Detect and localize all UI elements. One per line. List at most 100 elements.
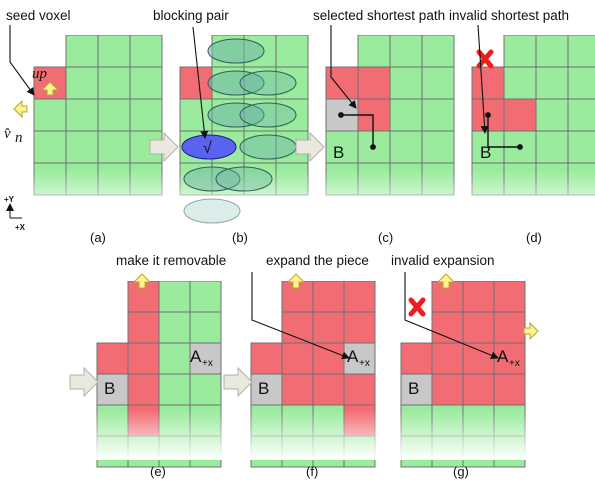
voxel-green xyxy=(567,34,595,68)
normal-label: v̂ xyxy=(4,126,11,142)
voxel-green xyxy=(158,373,191,406)
voxel-green xyxy=(189,311,222,344)
caption-e: (e) xyxy=(150,464,166,479)
voxel-red xyxy=(343,311,376,344)
voxel-red xyxy=(462,280,495,313)
voxel-red xyxy=(431,342,464,375)
bottom-fade-bottom xyxy=(0,410,595,460)
voxel-red xyxy=(312,342,345,375)
axis-x-label: +X xyxy=(15,223,26,232)
voxel-green xyxy=(97,130,131,164)
voxel-green xyxy=(65,66,99,100)
voxel-green xyxy=(179,98,213,132)
cell-a-subscript: +x xyxy=(509,358,520,369)
caption-g: (g) xyxy=(453,464,469,479)
cell-b-label: B xyxy=(408,379,419,398)
voxel-red xyxy=(179,66,213,100)
bottom-fade-top xyxy=(0,170,595,220)
voxel-green xyxy=(129,66,163,100)
transition-arrows xyxy=(69,131,325,398)
voxel-red xyxy=(343,373,376,406)
cell-b-label: B xyxy=(258,379,269,398)
voxel-green xyxy=(535,66,569,100)
voxel-green xyxy=(33,130,67,164)
voxel-red xyxy=(96,342,129,375)
voxel-green xyxy=(421,130,455,164)
voxel-green xyxy=(389,34,423,68)
voxel-green xyxy=(535,130,569,164)
voxel-red xyxy=(503,98,537,132)
axis-y-label: +Y xyxy=(4,195,15,204)
voxel-red xyxy=(400,342,433,375)
voxel-green xyxy=(535,98,569,132)
voxel-red xyxy=(127,342,160,375)
voxel-red xyxy=(462,342,495,375)
voxel-green xyxy=(567,66,595,100)
voxel-red xyxy=(281,373,314,406)
voxel-green xyxy=(567,130,595,164)
voxel-red xyxy=(431,373,464,406)
voxel-green xyxy=(389,130,423,164)
voxel-red xyxy=(431,311,464,344)
blocking-ellipses xyxy=(183,38,297,224)
annotation-e: make it removable xyxy=(116,253,226,268)
annotation-g: invalid expansion xyxy=(391,253,495,268)
voxel-gray xyxy=(189,342,222,375)
cell-a-label: A xyxy=(347,347,359,366)
caption-d: (d) xyxy=(526,230,542,245)
voxel-red xyxy=(462,373,495,406)
voxel-green xyxy=(421,98,455,132)
annotation-b: blocking pair xyxy=(153,8,229,23)
voxel-green xyxy=(421,34,455,68)
voxel-red xyxy=(493,311,526,344)
annotation-a: seed voxel xyxy=(6,8,71,23)
cell-b-label: B xyxy=(104,379,115,398)
selected-path xyxy=(338,112,376,150)
voxel-red xyxy=(312,311,345,344)
top-cover xyxy=(0,0,595,35)
voxel-green xyxy=(275,34,309,68)
axis-glyph xyxy=(6,203,22,219)
cell-a-label: A xyxy=(497,347,509,366)
voxel-green xyxy=(325,130,359,164)
annotation-d: invalid shortest path xyxy=(449,8,569,23)
check-mark: √ xyxy=(203,140,212,157)
voxel-green xyxy=(65,34,99,68)
voxel-red xyxy=(281,342,314,375)
blocking-pair-highlight xyxy=(181,134,237,160)
caption-a: (a) xyxy=(90,230,106,245)
cell-a-label: A xyxy=(190,347,202,366)
voxel-red xyxy=(462,311,495,344)
voxel-green xyxy=(97,98,131,132)
voxel-red xyxy=(357,66,391,100)
voxel-red xyxy=(493,373,526,406)
voxel-green xyxy=(65,130,99,164)
caption-c: (c) xyxy=(378,230,393,245)
voxel-green xyxy=(97,34,131,68)
voxel-green xyxy=(97,66,131,100)
voxel-green xyxy=(389,98,423,132)
voxel-gray xyxy=(400,373,433,406)
voxel-green xyxy=(129,34,163,68)
invalid-path xyxy=(485,112,523,150)
voxel-red xyxy=(493,342,526,375)
leader-lines xyxy=(9,24,499,360)
voxel-green xyxy=(158,311,191,344)
voxel-red xyxy=(312,373,345,406)
voxel-green xyxy=(158,280,191,313)
voxel-red xyxy=(312,280,345,313)
normal-subscript: n xyxy=(15,130,23,146)
voxel-green xyxy=(189,280,222,313)
voxel-red xyxy=(250,342,283,375)
voxel-green xyxy=(158,342,191,375)
voxel-green xyxy=(421,66,455,100)
cell-b-label: B xyxy=(480,143,491,162)
voxel-green xyxy=(129,98,163,132)
voxel-red xyxy=(127,311,160,344)
caption-b: (b) xyxy=(232,230,248,245)
voxel-green xyxy=(33,98,67,132)
cell-b-label: B xyxy=(333,143,344,162)
voxel-green xyxy=(503,66,537,100)
voxel-green xyxy=(567,98,595,132)
